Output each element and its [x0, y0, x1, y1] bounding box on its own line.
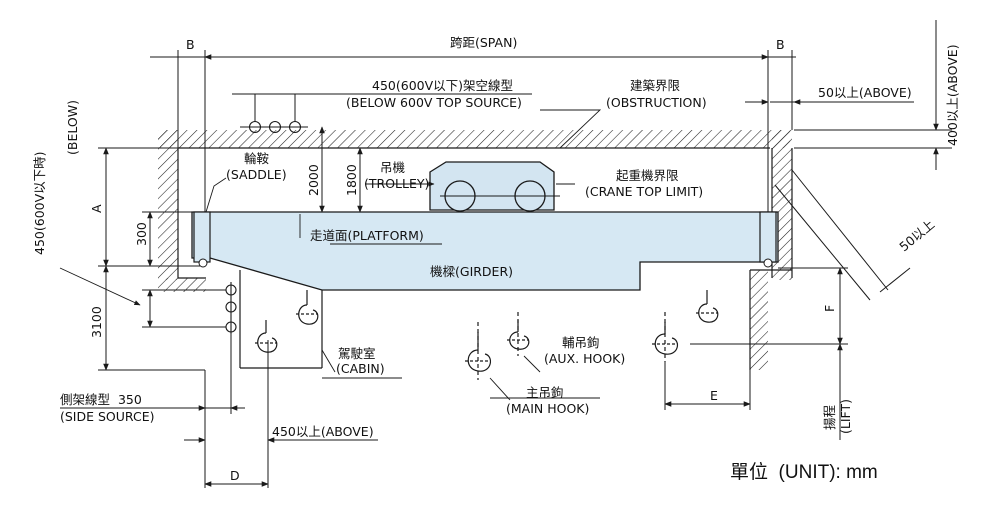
cabin-label-zh: 駕駛室: [338, 346, 376, 361]
platform-label: 走道面(PLATFORM): [310, 228, 424, 243]
wheel-left: [198, 258, 208, 268]
dim-a-label: A: [89, 204, 104, 213]
dim-f-label: F: [822, 305, 837, 312]
dim-e-label: E: [710, 388, 718, 403]
main-hook-label-en: (MAIN HOOK): [506, 401, 589, 416]
trolley-label-en: (TROLLEY): [364, 176, 429, 191]
side-source-label-zh: 側架線型 350: [60, 392, 142, 407]
hook-icon-3: [652, 312, 679, 362]
hook-icon-2: [296, 290, 319, 325]
leader-lines: [59, 109, 602, 401]
saddle-right: [759, 211, 777, 263]
cabin: [239, 270, 323, 369]
saddle-left: [193, 211, 211, 263]
b-left-label: B: [186, 37, 195, 52]
above-450-label: 450以上(ABOVE): [272, 424, 374, 439]
girder-label: 機樑(GIRDER): [430, 264, 513, 279]
saddle-label-en: (SADDLE): [226, 167, 287, 182]
top-source-label-en: (BELOW 600V TOP SOURCE): [346, 95, 522, 110]
hook-icon-1: [255, 320, 278, 353]
cabin-label-en: (CABIN): [336, 361, 385, 376]
above-400-label: 400以上(ABOVE): [945, 44, 960, 146]
trolley-label-zh: 吊機: [380, 160, 406, 175]
lift-label-zh: 揚程: [822, 404, 837, 430]
dim-300-label: 300: [134, 222, 149, 246]
main-hook-icon: [465, 322, 492, 380]
diag-50-label: 50以上: [896, 217, 937, 255]
side-450-label: 450(600V以下時): [32, 151, 47, 255]
span-label: 跨距(SPAN): [450, 35, 517, 50]
main-hook-label-zh: 主吊鉤: [526, 385, 564, 400]
aux-hook-icon: [507, 312, 530, 356]
hook-icon-4: [696, 290, 719, 323]
obstruction-label-en: (OBSTRUCTION): [606, 95, 707, 110]
b-right-label: B: [776, 37, 785, 52]
hook-icons: [255, 290, 719, 380]
lift-label-en: (LIFT): [838, 399, 853, 434]
dimension-lines: [60, 20, 952, 488]
text-labels: B B 跨距(SPAN) 450(600V以下)架空線型 (BELOW 600V…: [32, 35, 960, 483]
wheel-right: [763, 258, 773, 268]
crane-top-label-zh: 起重機界限: [616, 168, 679, 183]
saddle-label-zh: 輪鞍: [244, 151, 269, 166]
dim-d-label: D: [230, 468, 240, 483]
dim-3100-label: 3100: [89, 306, 104, 338]
aux-hook-label-en: (AUX. HOOK): [544, 351, 625, 366]
dim-1800-label: 1800: [344, 164, 359, 196]
crane-top-label-en: (CRANE TOP LIMIT): [585, 184, 703, 199]
top-source-insulators: [240, 120, 308, 134]
side-source-label-en: (SIDE SOURCE): [60, 409, 154, 424]
obstruction-label-zh: 建築界限: [630, 78, 681, 93]
side-source-insulators: [225, 282, 237, 334]
unit-label: 單位 (UNIT): mm: [730, 461, 878, 483]
aux-hook-label-zh: 輔吊鉤: [562, 335, 600, 350]
dim-2000-label: 2000: [306, 164, 321, 196]
building-structure: [158, 130, 793, 370]
below-label: (BELOW): [65, 100, 80, 155]
top-source-label-zh: 450(600V以下)架空線型: [372, 78, 513, 93]
above-50-label: 50以上(ABOVE): [818, 85, 912, 100]
